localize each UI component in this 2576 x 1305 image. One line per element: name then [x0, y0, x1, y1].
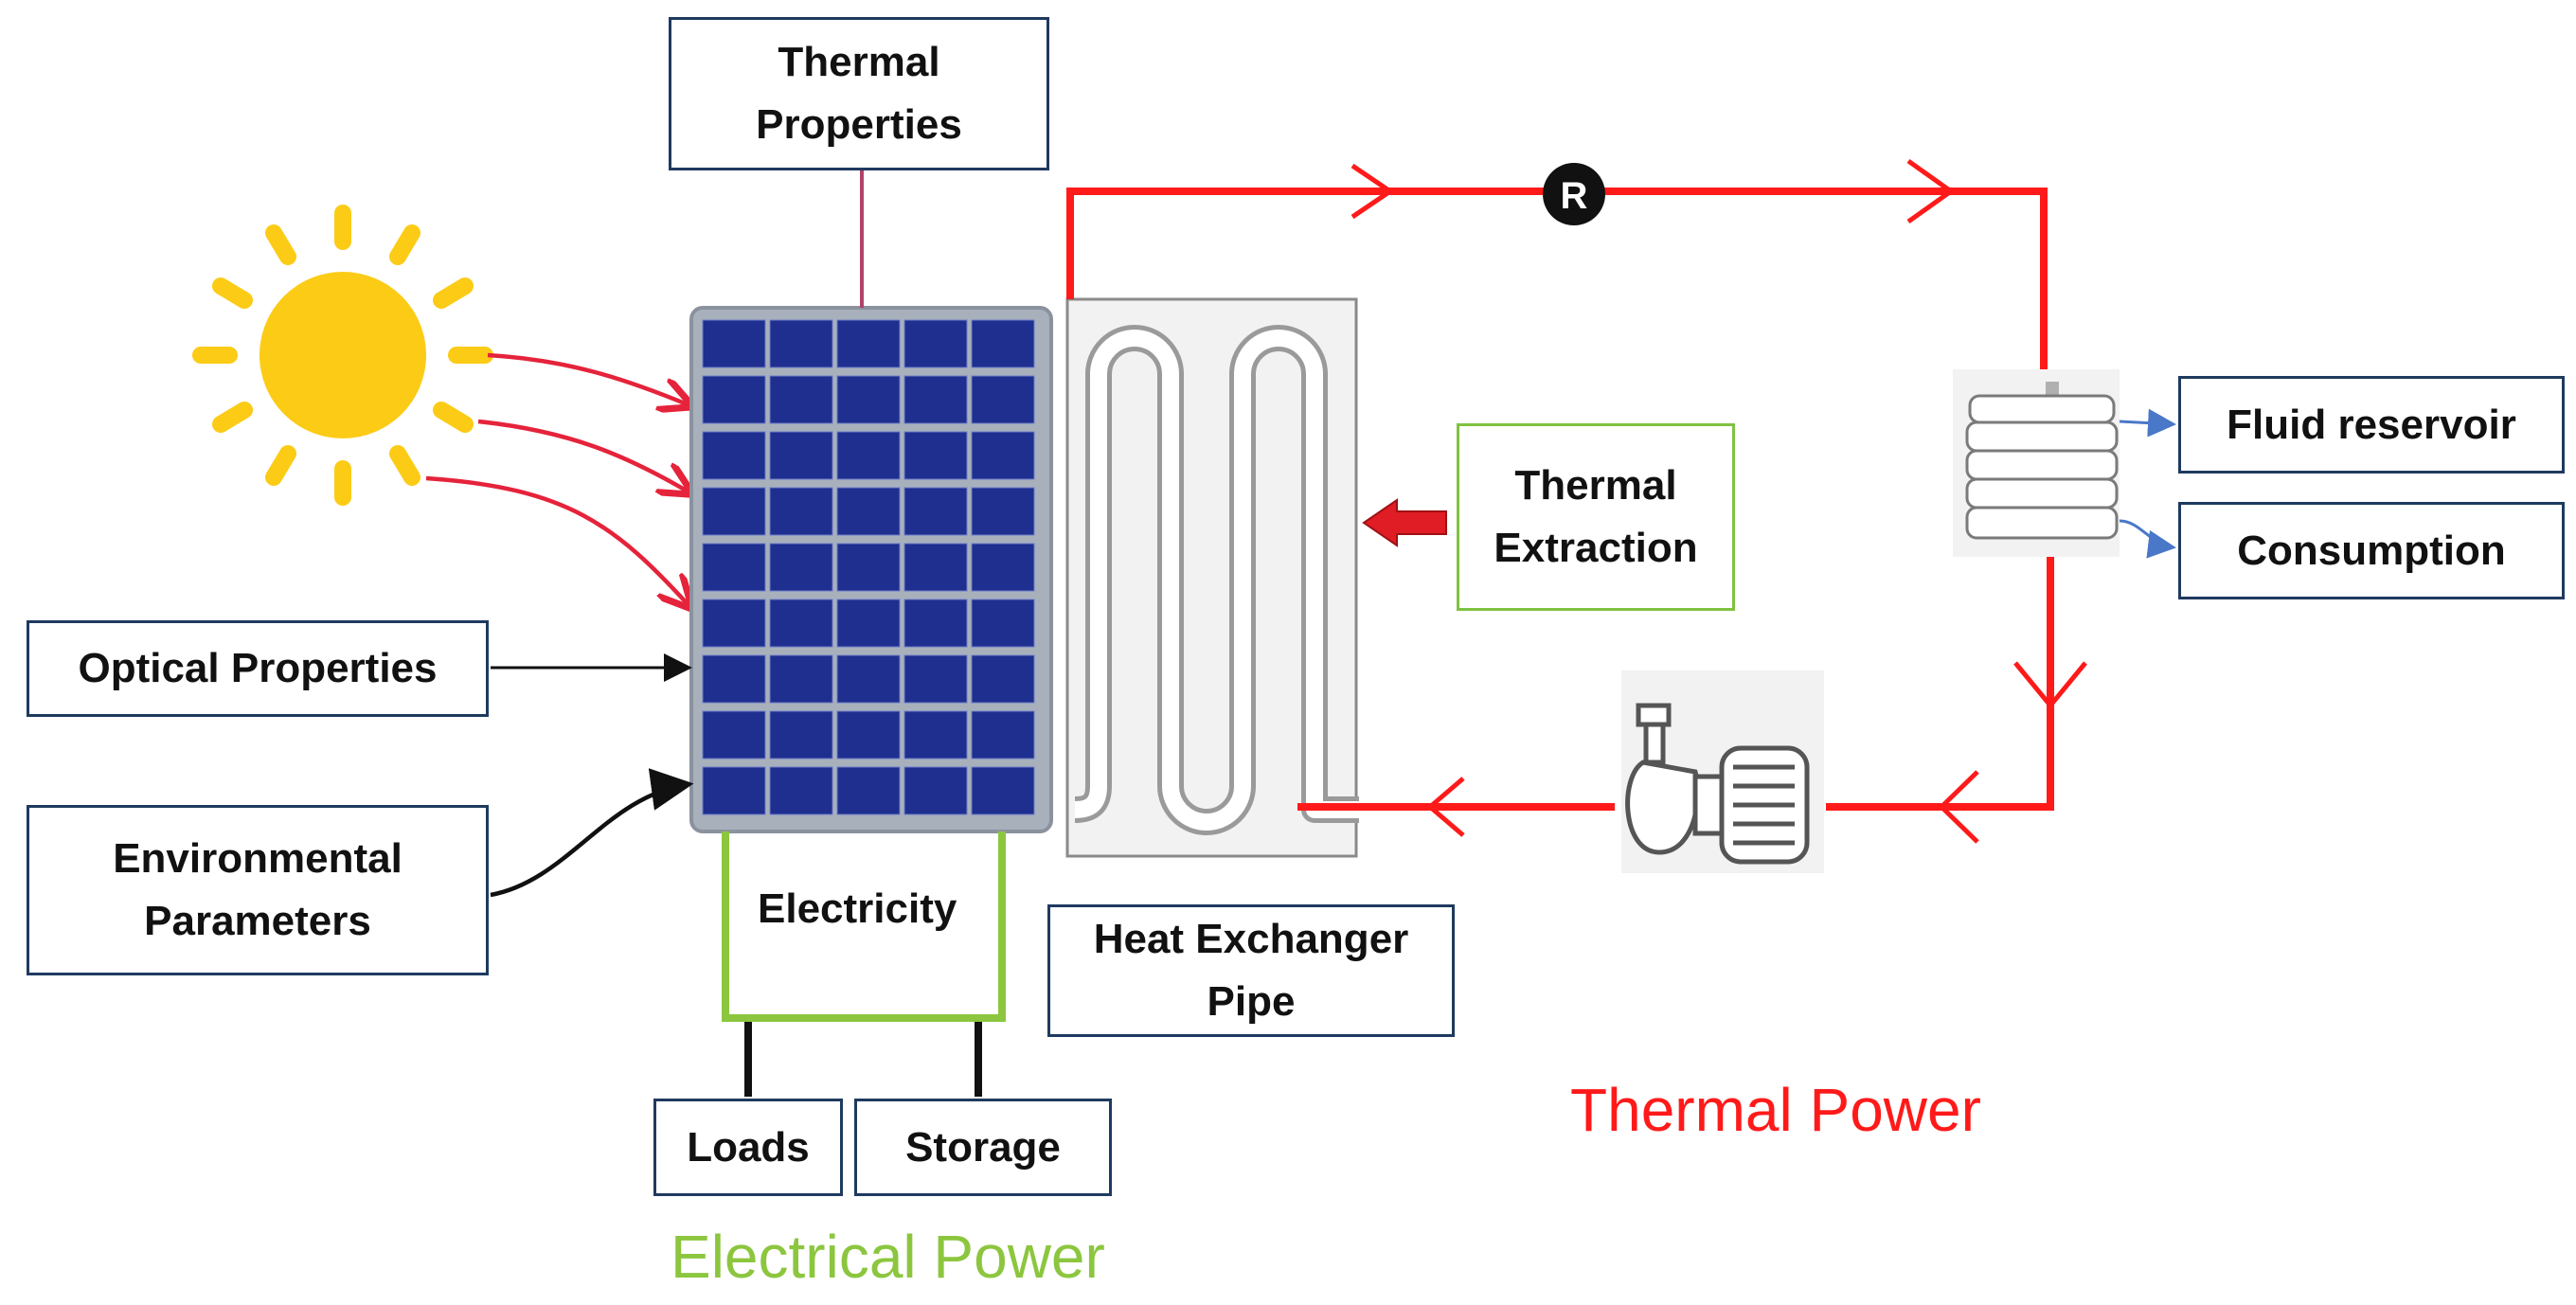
- panel-cell: [903, 375, 968, 424]
- panel-cell: [836, 543, 901, 592]
- heat-exchanger-pipe-box: Heat Exchanger Pipe: [1047, 904, 1455, 1037]
- regulator-r-icon: R: [1543, 163, 1605, 225]
- loads-box: Loads: [653, 1099, 843, 1196]
- panel-cell: [971, 319, 1035, 368]
- panel-cell: [769, 766, 833, 815]
- panel-cell: [769, 599, 833, 648]
- loads-label: Loads: [687, 1123, 810, 1171]
- panel-cell: [903, 710, 968, 760]
- panel-cell: [971, 375, 1035, 424]
- panel-cell: [702, 543, 766, 592]
- heat-exchanger-pipe-label: Heat Exchanger Pipe: [1093, 916, 1409, 1025]
- panel-cell: [702, 654, 766, 704]
- panel-cell: [903, 599, 968, 648]
- regulator-symbol: R: [1561, 175, 1588, 217]
- fluid-reservoir-box: Fluid reservoir: [2178, 376, 2565, 474]
- sun-icon: [192, 205, 493, 506]
- panel-cell: [702, 599, 766, 648]
- electrical-power-label: Electrical Power: [671, 1223, 1105, 1291]
- panel-cell: [702, 710, 766, 760]
- optical-properties-label: Optical Properties: [78, 645, 438, 691]
- panel-cell: [971, 766, 1035, 815]
- serpentine-pipe-icon: [1065, 297, 1359, 858]
- panel-cell: [971, 599, 1035, 648]
- panel-cell: [903, 431, 968, 480]
- panel-cell: [836, 319, 901, 368]
- environmental-parameters-arrow: [490, 768, 694, 898]
- panel-cell: [903, 487, 968, 536]
- panel-cell: [769, 543, 833, 592]
- optical-properties-box: Optical Properties: [27, 620, 489, 717]
- consumption-box: Consumption: [2178, 502, 2565, 599]
- panel-cell: [769, 375, 833, 424]
- panel-cell: [702, 487, 766, 536]
- pump-motor-icon: [1621, 670, 1824, 873]
- environmental-parameters-box: Environmental Parameters: [27, 805, 489, 975]
- panel-cell: [903, 654, 968, 704]
- thermal-power-label: Thermal Power: [1570, 1076, 1981, 1144]
- electricity-label: Electricity: [758, 885, 957, 932]
- storage-box: Storage: [854, 1099, 1112, 1196]
- panel-cell: [836, 599, 901, 648]
- panel-cell: [971, 487, 1035, 536]
- panel-cell: [903, 319, 968, 368]
- fluid-reservoir-label: Fluid reservoir: [2227, 401, 2516, 448]
- thermal-extraction-box: Thermal Extraction: [1457, 423, 1735, 611]
- panel-cell: [971, 654, 1035, 704]
- panel-cell: [769, 319, 833, 368]
- panel-cell: [903, 766, 968, 815]
- thermal-properties-box: Thermal Properties: [669, 17, 1049, 170]
- consumption-label: Consumption: [2237, 527, 2506, 574]
- reservoir-connectors: [2119, 408, 2176, 559]
- storage-tank-icon: [1953, 369, 2120, 557]
- panel-cell: [836, 431, 901, 480]
- panel-cell: [836, 766, 901, 815]
- panel-cell: [702, 431, 766, 480]
- thermal-extraction-label: Thermal Extraction: [1494, 462, 1698, 571]
- thermal-properties-label: Thermal Properties: [756, 39, 962, 148]
- solar-irradiance-arrows: [425, 352, 689, 606]
- panel-cell: [702, 375, 766, 424]
- panel-cell: [971, 543, 1035, 592]
- environmental-parameters-label: Environmental Parameters: [113, 835, 402, 944]
- thermal-extraction-arrow: [1362, 498, 1447, 547]
- panel-cell: [769, 654, 833, 704]
- panel-cell: [769, 431, 833, 480]
- panel-cell: [971, 431, 1035, 480]
- electricity-loop: [722, 831, 1006, 1097]
- panel-cell: [769, 487, 833, 536]
- storage-label: Storage: [905, 1123, 1061, 1171]
- panel-cell: [836, 375, 901, 424]
- flow-direction-arrows: [1351, 158, 2087, 844]
- panel-cell: [836, 710, 901, 760]
- panel-cell: [903, 543, 968, 592]
- panel-cell: [836, 654, 901, 704]
- panel-cell: [971, 710, 1035, 760]
- panel-cell: [702, 319, 766, 368]
- panel-cell: [702, 766, 766, 815]
- panel-cell: [769, 710, 833, 760]
- panel-cell: [836, 487, 901, 536]
- solar-panel-icon: [689, 306, 1053, 833]
